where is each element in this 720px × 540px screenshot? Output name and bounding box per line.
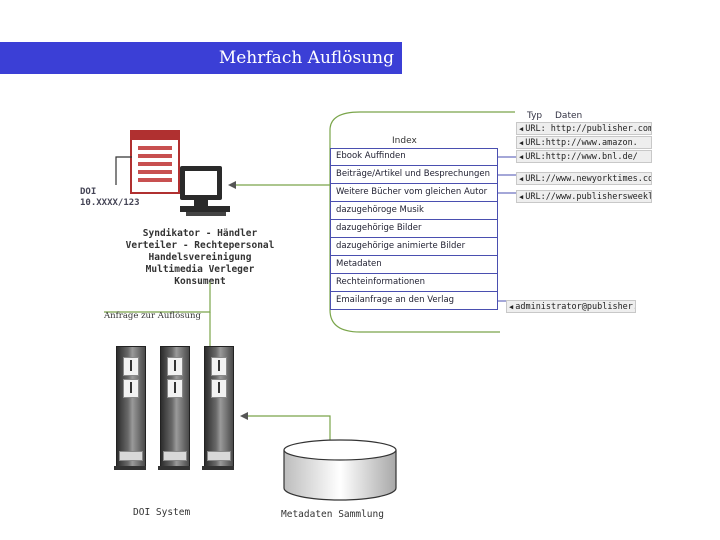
url-row[interactable]: ◀URL:http://www.bnl.de/	[516, 150, 652, 163]
url-row[interactable]: ◀URL:http://www.amazon.	[516, 136, 652, 149]
index-item[interactable]: Beiträge/Artikel und Besprechungen	[330, 166, 498, 184]
index-panel	[330, 148, 498, 310]
metadata-label: Metadaten Sammlung	[281, 509, 384, 520]
title-bar: Mehrfach Auflösung	[0, 42, 402, 74]
index-item[interactable]: Rechteinformationen	[330, 274, 498, 292]
database-icon	[283, 439, 397, 501]
arrow-left-icon: ◀	[519, 139, 524, 147]
doi-label: DOI	[80, 187, 97, 197]
index-header: Index	[392, 136, 417, 146]
document-icon	[130, 130, 180, 194]
server-icon	[158, 346, 190, 470]
index-item[interactable]: Emailanfrage an den Verlag	[336, 295, 455, 305]
index-item[interactable]: dazugehöroge Musik	[330, 202, 498, 220]
index-item[interactable]: dazugehörige Bilder	[330, 220, 498, 238]
index-url-connectors	[498, 156, 516, 302]
url-text: URL://www.publishersweekly.	[525, 192, 652, 202]
server-icon	[114, 346, 146, 470]
request-label: Anfrage zur Auflösung	[104, 311, 201, 321]
arrow-left-icon: ◀	[519, 125, 524, 133]
url-row[interactable]: ◀URL://www.newyorktimes.com	[516, 172, 652, 185]
roles-list: Syndikator - Händler Verteiler - Rechtep…	[120, 228, 280, 288]
daten-header: Daten	[555, 111, 583, 121]
role-item: Konsument	[174, 276, 226, 287]
role-item: Multimedia Verleger	[145, 264, 255, 275]
role-item: Verteiler - Rechtepersonal	[125, 240, 275, 251]
page-title: Mehrfach Auflösung	[218, 48, 394, 68]
doc-connector	[115, 156, 132, 185]
email-text: administrator@publisher.com	[515, 302, 635, 312]
computer-icon	[180, 166, 230, 216]
url-row[interactable]: ◀URL://www.publishersweekly.	[516, 190, 652, 203]
index-bracket	[329, 111, 515, 333]
request-connector	[104, 282, 211, 348]
arrow-left-icon: ◀	[519, 193, 524, 201]
index-item[interactable]: Weitere Bücher vom gleichen Autor	[330, 184, 498, 202]
url-text: URL: http://publisher.com	[525, 124, 652, 134]
index-item[interactable]: Metadaten	[330, 256, 498, 274]
index-item[interactable]: dazugehörige animierte Bilder	[330, 238, 498, 256]
arrow-left-icon: ◀	[509, 303, 514, 311]
role-item: Handelsvereinigung	[148, 252, 252, 263]
url-text: URL://www.newyorktimes.com	[525, 174, 652, 184]
typ-header: Typ	[527, 111, 543, 121]
role-item: Syndikator - Händler	[142, 228, 258, 239]
email-row[interactable]: ◀administrator@publisher.com	[506, 300, 636, 313]
server-icon	[202, 346, 234, 470]
doi-value: 10.XXXX/123	[80, 198, 140, 208]
url-row[interactable]: ◀URL: http://publisher.com	[516, 122, 652, 135]
arrow-left-icon: ◀	[519, 153, 524, 161]
doi-system-label: DOI System	[133, 507, 191, 518]
server-to-metadata-arrow	[240, 412, 331, 446]
index-item[interactable]: Ebook Auffinden	[330, 148, 498, 166]
url-text: URL:http://www.bnl.de/	[525, 152, 638, 162]
url-text: URL:http://www.amazon.	[525, 138, 638, 148]
index-to-computer-arrow	[228, 181, 330, 189]
arrow-left-icon: ◀	[519, 175, 524, 183]
